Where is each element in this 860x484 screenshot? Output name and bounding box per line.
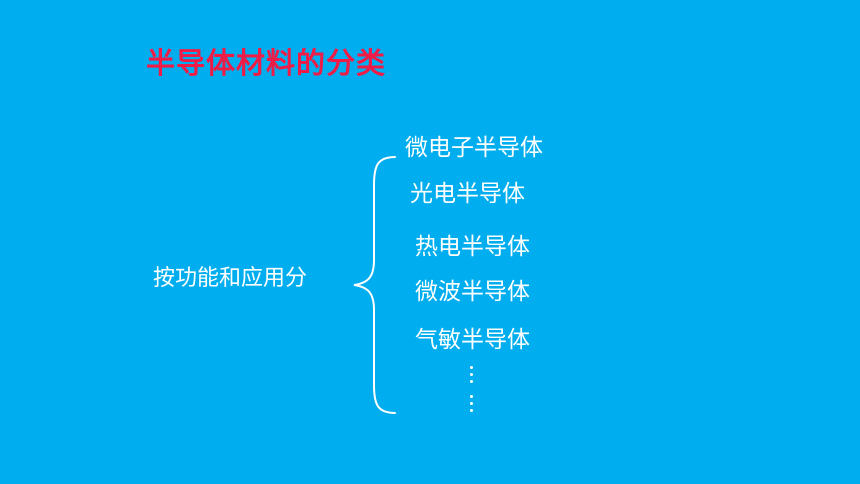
list-item: 热电半导体 — [415, 234, 530, 260]
category-label: 按功能和应用分 — [153, 266, 308, 291]
list-item: 光电半导体 — [410, 181, 525, 207]
list-item: 微电子半导体 — [405, 135, 543, 161]
list-item: 微波半导体 — [415, 279, 530, 305]
curly-brace-icon — [353, 156, 396, 414]
vertical-ellipsis-icon — [466, 362, 478, 412]
list-item: 气敏半导体 — [415, 327, 530, 353]
slide-title: 半导体材料的分类 — [146, 46, 387, 80]
